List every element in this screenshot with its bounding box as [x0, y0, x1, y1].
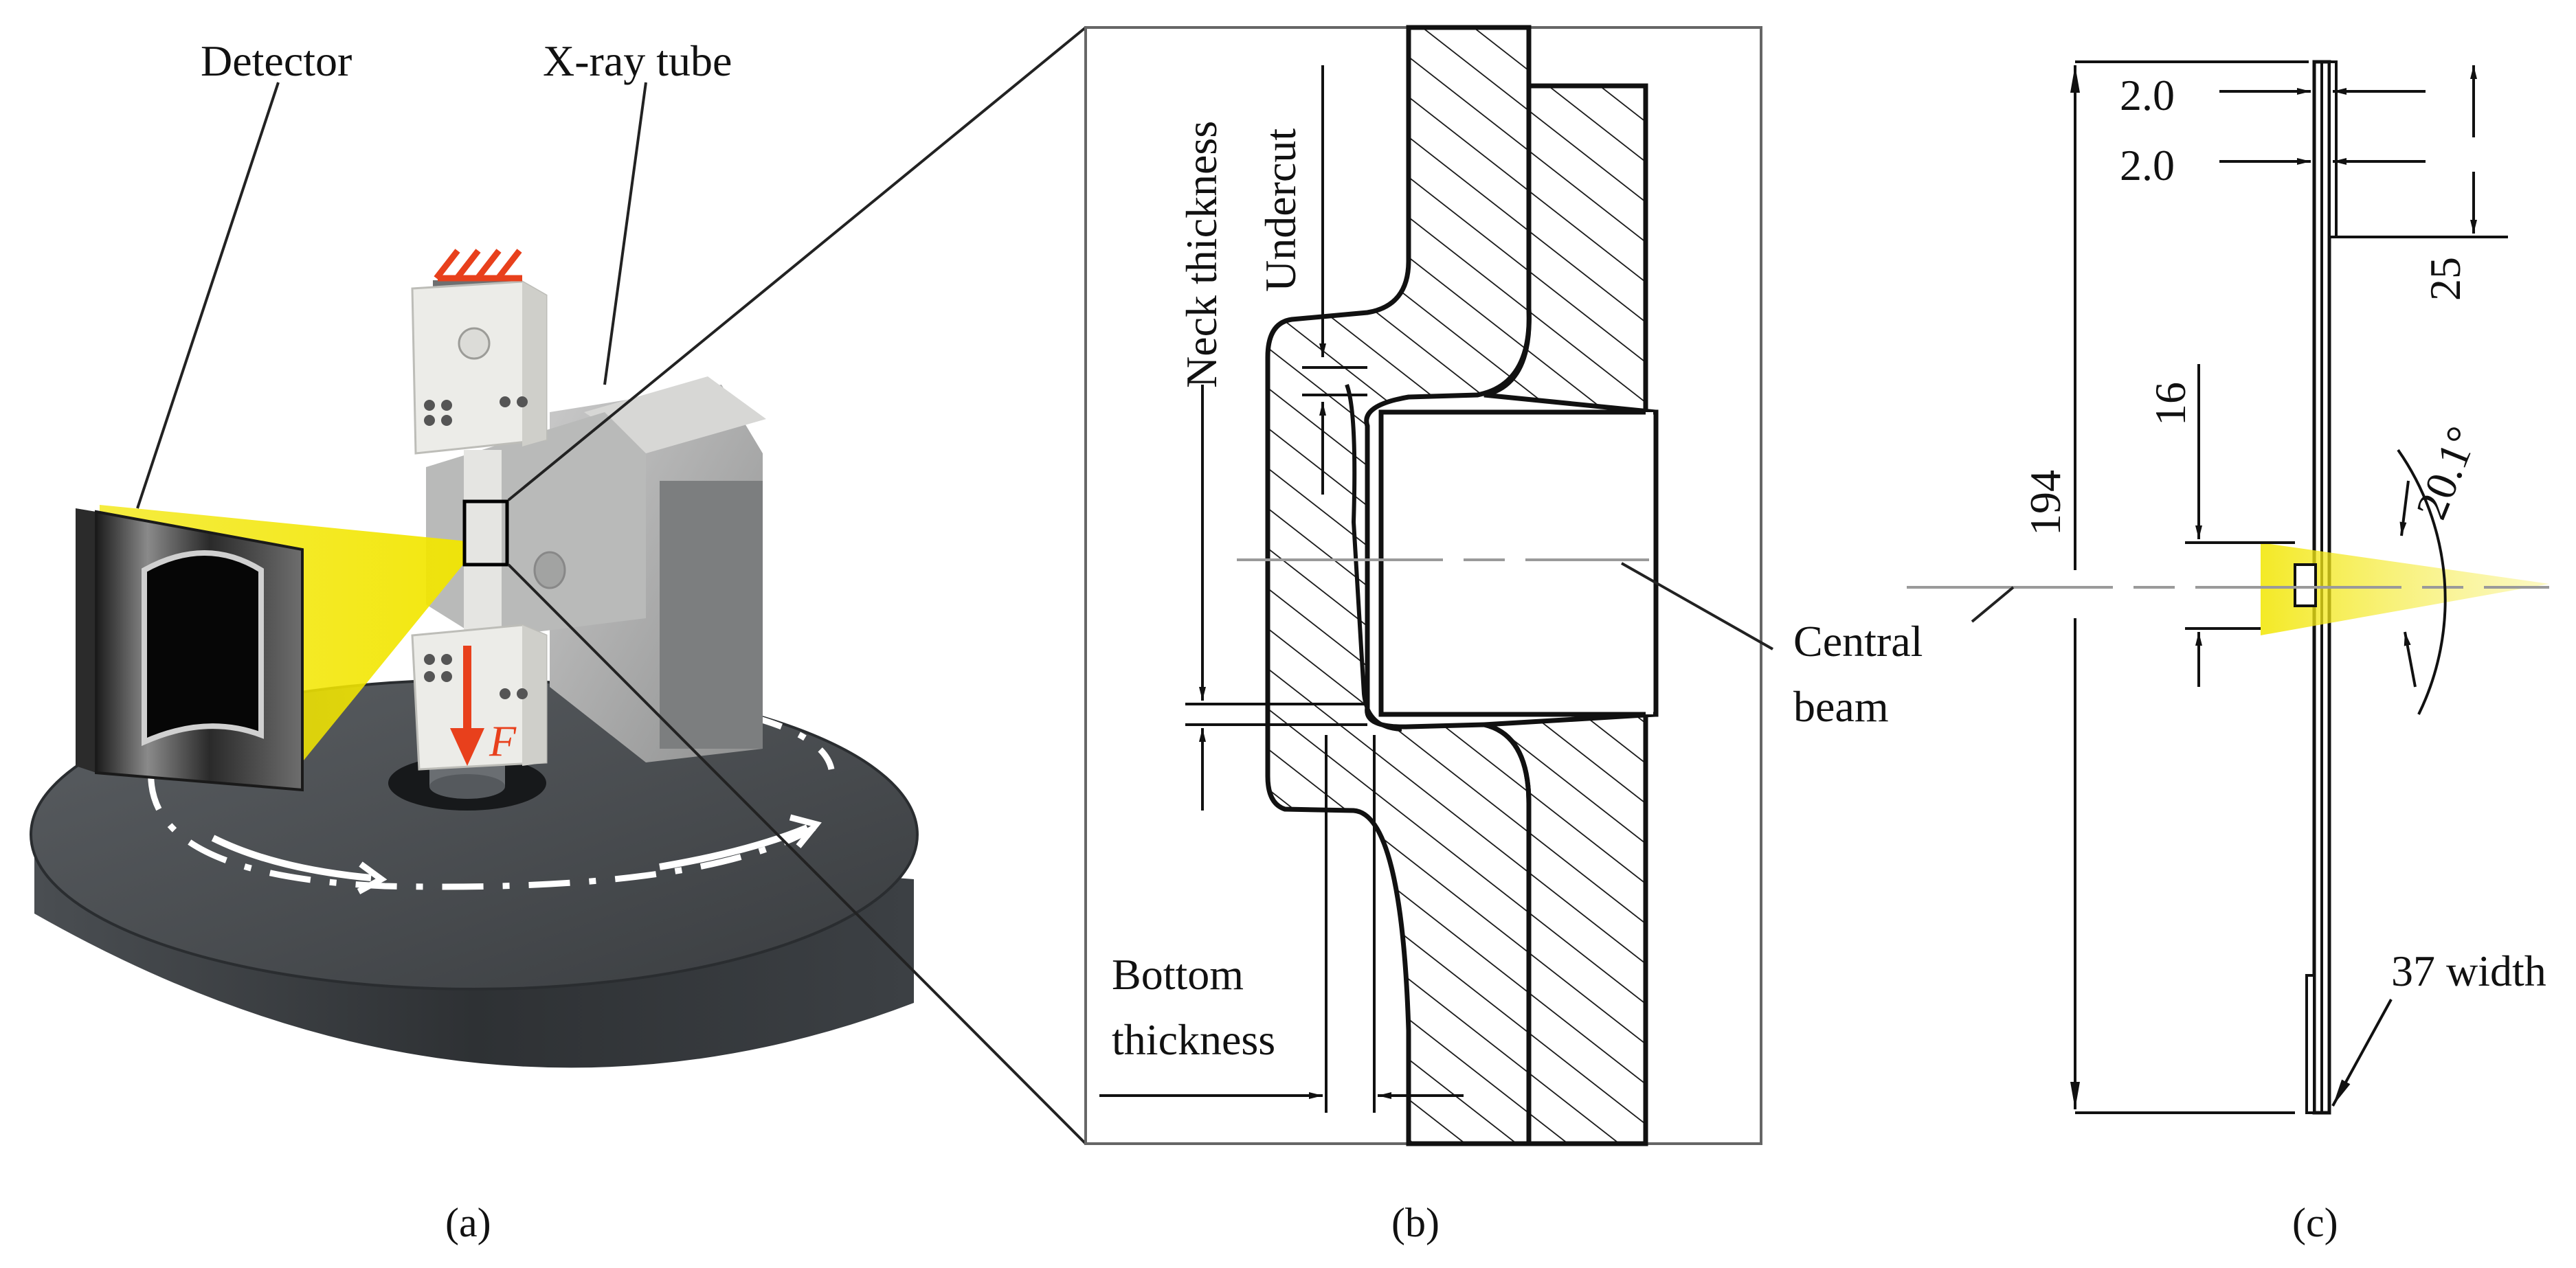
bottom-thickness-label-1: Bottom: [1112, 950, 1244, 999]
zoom-line-lower: [507, 563, 1087, 1145]
dim-length-label: 194: [2021, 470, 2070, 536]
central-beam-label-2: beam: [1793, 682, 1889, 731]
angle-arc: [2397, 449, 2447, 715]
force-arrow: [450, 646, 484, 766]
bottom-thickness-label-2: thickness: [1112, 1015, 1275, 1064]
specimen-section: [1265, 25, 1532, 1146]
central-beam-label-1: Central: [1793, 617, 1923, 666]
detector-label: Detector: [201, 36, 352, 85]
undercut-label: Undercut: [1256, 128, 1305, 292]
caption-c: (c): [2292, 1200, 2338, 1245]
dim-grip-label: 25: [2421, 257, 2469, 301]
panel-c: 194 2.0 2.0 25 16 20.1° 37 width (c): [1907, 60, 2549, 1245]
fixed-support-marks: [434, 249, 522, 282]
zoom-line-upper: [507, 26, 1087, 501]
dim-window-label: 16: [2146, 382, 2195, 426]
xray-tube-leader: [603, 82, 647, 385]
dim-top-1-label: 2.0: [2120, 71, 2175, 120]
dim-angle-label: 20.1°: [2406, 420, 2487, 525]
caption-b: (b): [1391, 1200, 1440, 1245]
detector-leader: [136, 82, 280, 509]
right-body: [1483, 83, 1659, 1146]
caption-a: (a): [445, 1200, 491, 1245]
panel-a: F Detector X-ray tube (a): [30, 26, 1087, 1245]
xray-tube-label: X-ray tube: [543, 36, 732, 85]
dim-top-2-label: 2.0: [2120, 141, 2175, 190]
xray-beam-c: [2261, 543, 2549, 635]
specimen-outline: [1345, 383, 1402, 732]
neck-thickness-label: Neck thickness: [1177, 121, 1226, 388]
force-label: F: [489, 716, 517, 765]
panel-b: Central beam Neck thickness Undercut Bot…: [1084, 25, 1923, 1245]
central-beam-leader: [1621, 562, 1773, 650]
dim-width-label: 37 width: [2391, 947, 2546, 995]
tensile-grips: [411, 280, 548, 771]
detector-panel: [76, 508, 304, 792]
